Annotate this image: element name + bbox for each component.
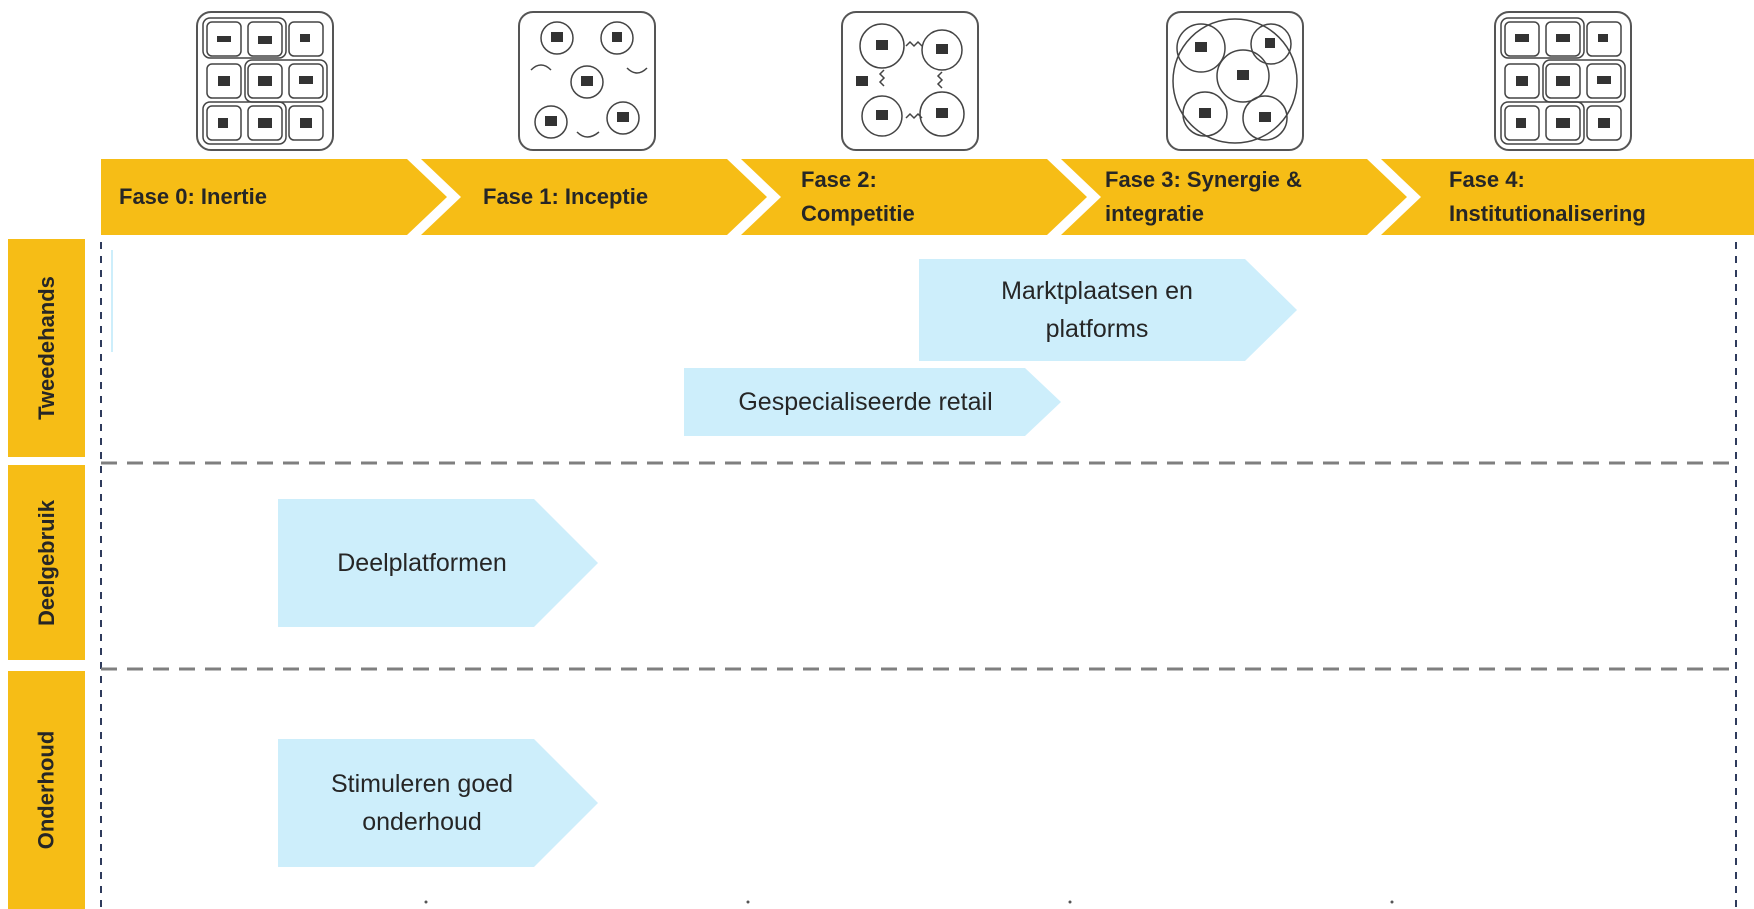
phase-label: Fase 1: Inceptie [483,184,649,209]
phase-3: Fase 3: Synergie & integratie [1061,159,1407,235]
competing-clusters-icon [841,11,979,151]
phase-label: Fase 4: Institutionalisering [1449,167,1646,226]
lane-label-onderhoud: Onderhoud [8,671,85,909]
action-gespecialiseerde-retail: Gespecialiseerde retail [684,368,1061,436]
phase-label: Fase 0: Inertie [119,184,267,209]
action-stimuleren-onderhoud: Stimuleren goed onderhoud [278,739,598,867]
phase-0: Fase 0: Inertie [101,159,447,235]
scattered-circles-icon [518,11,656,151]
lane-label-deelgebruik: Deelgebruik [8,465,85,660]
action-deelplatformen: Deelplatformen [278,499,598,627]
action-marktplaatsen: Marktplaatsen en platforms [919,259,1297,361]
overlapping-circles-icon [1166,11,1304,151]
structured-grid-icon [1494,11,1632,151]
phase-1: Fase 1: Inceptie [421,159,767,235]
phase-label: Fase 3: Synergie & integratie [1105,167,1302,226]
lane-label-tweedehands: Tweedehands [8,239,85,457]
phase-label: Fase 2: Competitie [801,167,915,226]
phase-2: Fase 2: Competitie [741,159,1087,235]
grid-of-actors-icon [196,11,334,151]
phase-4: Fase 4: Institutionalisering [1381,159,1754,235]
